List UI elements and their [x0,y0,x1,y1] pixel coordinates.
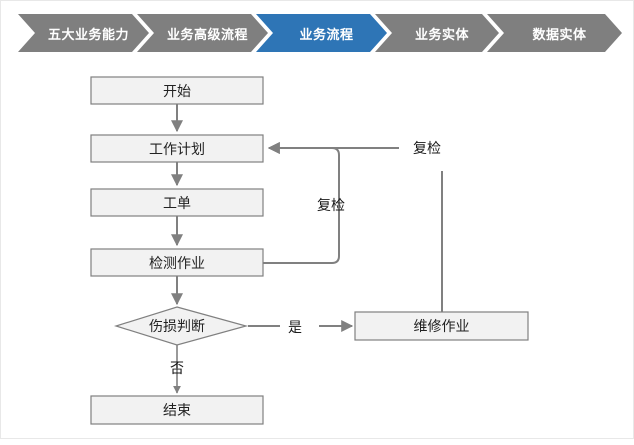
edge-label-recheck-outer: 复检 [413,140,441,156]
node-work-order-shape[interactable] [90,188,264,217]
breadcrumb-item-3[interactable]: 业务流程 [256,14,387,52]
node-end-shape[interactable] [90,395,264,425]
breadcrumb-item-2[interactable]: 业务高级流程 [137,14,268,52]
edge-label-recheck-inner: 复检 [317,197,345,213]
breadcrumb-item-5-label: 数据实体 [532,26,587,42]
breadcrumb: 五大业务能力 业务高级流程 业务流程 业务实体 数据实体 [18,14,622,52]
breadcrumb-item-3-label: 业务流程 [299,26,354,42]
node-inspection-shape[interactable] [90,248,264,277]
breadcrumb-item-4-label: 业务实体 [414,26,469,42]
breadcrumb-item-1-label: 五大业务能力 [47,26,129,42]
breadcrumb-item-2-label: 业务高级流程 [166,26,248,42]
edge-label-no: 否 [170,360,184,376]
node-decision-shape[interactable] [113,306,249,346]
node-repair-shape[interactable] [354,311,529,341]
node-start-shape[interactable] [90,76,264,105]
flowchart: 开始 工作计划 工单 检测作业 伤损判断 维修作业 结束 复检 复检 是 否 [1,53,634,440]
node-work-plan-shape[interactable] [90,134,264,163]
breadcrumb-item-1[interactable]: 五大业务能力 [18,14,149,52]
breadcrumb-item-5[interactable]: 数据实体 [487,14,622,52]
breadcrumb-item-4[interactable]: 业务实体 [375,14,499,52]
edge-label-yes: 是 [288,319,302,335]
flowchart-canvas [90,76,529,425]
